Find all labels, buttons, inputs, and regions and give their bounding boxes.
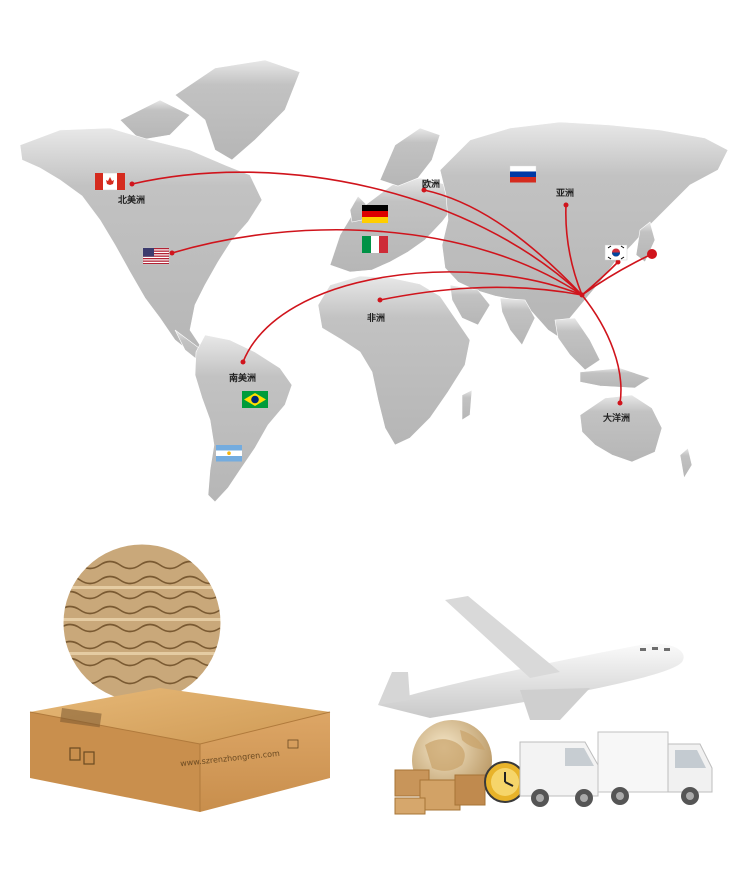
australia [579,394,663,463]
parcel-icon [394,769,486,815]
airplane-icon [378,596,684,720]
label-europe: 欧洲 [422,180,441,190]
route-korea [581,261,619,296]
label-africa: 非洲 [367,314,386,324]
route-europe [423,189,583,296]
label-oceania: 大洋洲 [603,414,631,424]
route-asia [565,204,583,296]
label-south-america: 南美洲 [229,374,257,384]
new-zealand [679,447,693,479]
argentina-flag-icon [216,445,242,462]
origin-dot [579,292,585,298]
route-africa [379,286,583,301]
van-icon [519,741,599,807]
korea-flag-icon [604,244,628,261]
germany-flag-icon [362,205,388,223]
dot-north-america [129,181,135,187]
box-symbol-icon [69,747,95,765]
world-map: 北美洲 欧洲 亚洲 非洲 南美洲 大洋洲 [19,59,729,503]
canada-flag-icon [94,172,126,191]
scandinavia [379,127,441,187]
greenland [174,59,301,161]
dot-usa [169,250,175,256]
india [499,297,536,346]
north-america [19,127,263,361]
arabia [449,284,491,326]
brazil-flag-icon [242,391,268,408]
truck-icon [597,731,713,805]
dot-south-america [240,359,246,365]
label-north-america: 北美洲 [118,196,146,206]
europe [329,177,456,273]
dot-asia [563,202,569,208]
route-oceania [581,294,622,404]
clock-icon [484,761,526,803]
carton-box [29,688,331,812]
label-asia: 亚洲 [556,189,575,199]
route-usa [171,228,583,296]
japan-flag-icon [647,249,657,259]
dot-oceania [617,400,623,406]
dot-africa [377,297,383,303]
shipping-routes [131,171,653,404]
route-south-america [242,271,583,363]
route-north-america [131,171,583,296]
indonesia [579,367,651,389]
usa-flag-icon [142,247,170,265]
italy-flag-icon [362,236,388,253]
russia-flag-icon [509,165,537,183]
southeast-asia [554,317,601,371]
route-japan [581,253,653,296]
corrugated-detail [60,541,224,705]
africa [317,275,471,446]
world-map-graphic [19,59,729,503]
madagascar [461,389,473,421]
dot-korea [615,259,621,265]
dot-europe [421,187,427,193]
product-shipping-illustration [29,541,713,815]
continents [19,59,729,503]
